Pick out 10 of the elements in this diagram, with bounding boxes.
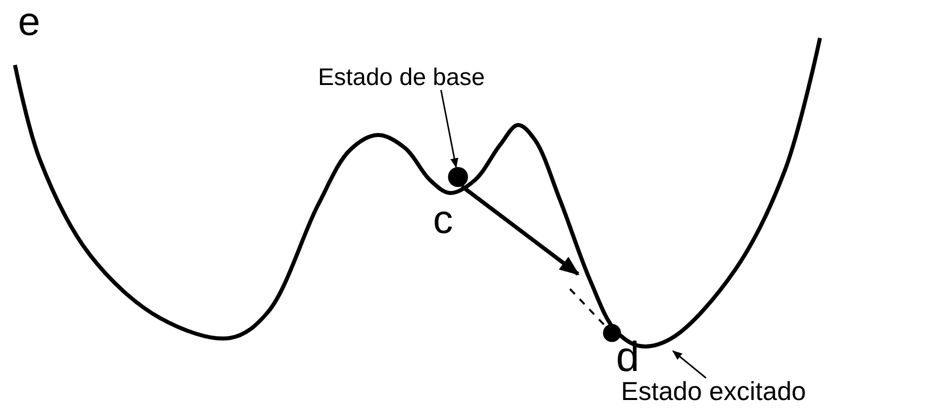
annotation-text: Estado excitado [621, 378, 806, 404]
ball [448, 167, 468, 187]
leader-line [440, 90, 458, 168]
arrow [460, 184, 580, 276]
dashed-line [569, 288, 606, 328]
point-label: e [18, 2, 40, 42]
leader-line [672, 350, 706, 379]
annotation-text: Estado de base [318, 66, 485, 90]
ball [603, 324, 621, 342]
point-label: c [433, 200, 453, 240]
